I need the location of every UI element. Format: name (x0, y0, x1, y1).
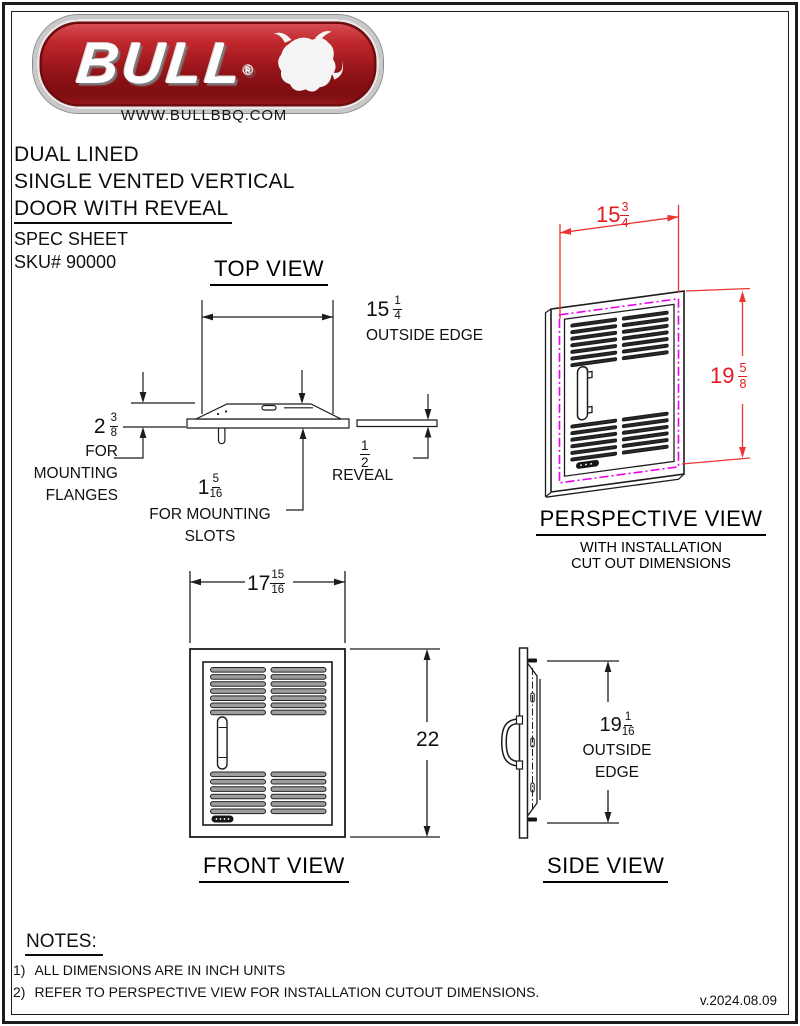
mounting-stud (217, 428, 226, 445)
top-width-extension-lines (201, 300, 334, 414)
cutout-height-dim (681, 287, 751, 465)
reveal-text-label: REVEAL (332, 467, 394, 484)
side-face-plate (518, 647, 529, 839)
reveal-dim (413, 394, 429, 459)
door-side-depth (544, 308, 685, 498)
note-1: 1)ALL DIMENSIONS ARE IN INCH UNITS (13, 962, 286, 978)
bull-icon (273, 30, 344, 92)
cutout-dashed-outline (558, 297, 680, 484)
front-door-latch (211, 815, 234, 823)
front-view-heading: FRONT VIEW (199, 853, 349, 883)
title-line-2: SINGLE VENTED VERTICAL (14, 170, 295, 193)
front-door-handle (216, 716, 228, 770)
top-view-drawing (114, 300, 438, 511)
notes-heading: NOTES: (25, 931, 103, 956)
door-plate-section (186, 418, 350, 429)
side-view-drawing (500, 647, 619, 839)
cutout-width-dim (559, 204, 680, 319)
version-label: v.2024.08.09 (699, 993, 777, 1008)
side-handle (500, 715, 524, 770)
title-line-1: DUAL LINED (14, 143, 139, 166)
side-hinge-tabs (528, 658, 537, 822)
top-view-heading: TOP VIEW (210, 256, 328, 286)
perspective-sub1: WITH INSTALLATION (579, 540, 723, 556)
door-inner-panel (563, 303, 675, 477)
front-door-panel (202, 661, 333, 826)
title-line-3: DOOR WITH REVEAL (14, 197, 233, 224)
bull-logo: BULL® (33, 15, 383, 113)
front-height-dim (350, 648, 440, 838)
perspective-view-heading: PERSPECTIVE VIEW (535, 506, 767, 536)
note-2: 2)REFER TO PERSPECTIVE VIEW FOR INSTALLA… (13, 984, 540, 1000)
door-body-section (195, 403, 342, 420)
website-url: WWW.BULLBBQ.COM (120, 107, 288, 124)
spec-sheet-label: SPEC SHEET (14, 229, 129, 249)
perspective-view-drawing (544, 204, 751, 498)
door-handle (576, 365, 589, 421)
perspective-sub2: CUT OUT DIMENSIONS (571, 556, 731, 572)
slot-depth-dim (286, 370, 304, 511)
reveal-plate-section (356, 419, 438, 428)
front-width-extension-lines (189, 571, 346, 643)
side-view-heading: SIDE VIEW (543, 853, 669, 883)
front-height-label: 22 (416, 728, 440, 751)
front-view-drawing (189, 571, 440, 838)
side-height-dim (547, 660, 619, 824)
door-latch (576, 459, 599, 469)
sku-label: SKU# 90000 (14, 252, 117, 272)
flange-depth-dim (114, 372, 195, 459)
